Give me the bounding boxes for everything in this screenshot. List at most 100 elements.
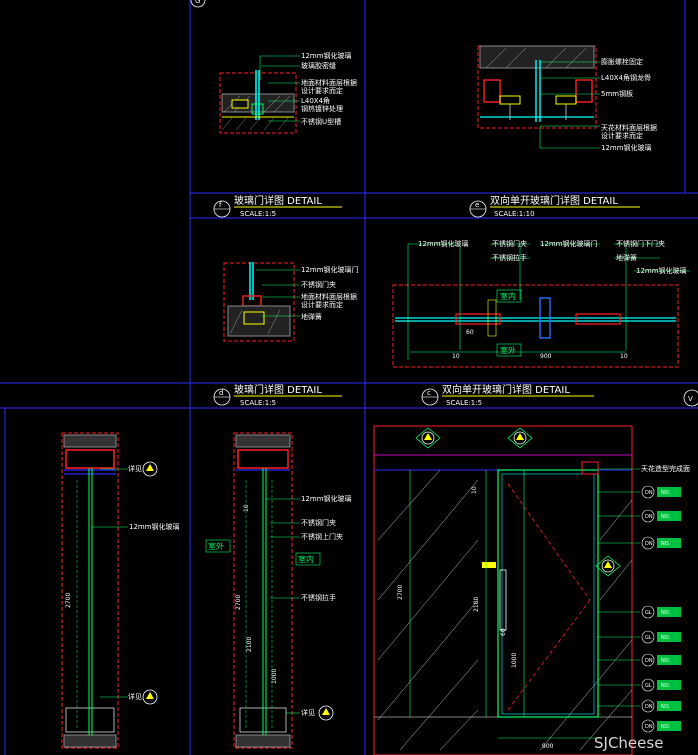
svg-text:GL: GL	[645, 610, 652, 616]
svg-text:d: d	[219, 389, 223, 397]
svg-text:NO.: NO.	[661, 514, 670, 520]
detail-f-title: 玻璃门详图 DETAIL	[234, 194, 322, 207]
detail-c-room-out: 室外	[500, 345, 516, 355]
detail-c-leaders	[408, 243, 690, 272]
elevation-tag-8: DN NO.	[641, 699, 681, 713]
left-section-tag-2: 详见	[128, 692, 142, 701]
svg-text:NO.: NO.	[661, 635, 670, 641]
svg-text:DN: DN	[645, 514, 653, 520]
detail-e-scale: SCALE:1:10	[494, 210, 535, 218]
left-section-leaders	[92, 468, 128, 698]
detail-c-dim-1: 10	[452, 353, 460, 360]
svg-text:DN: DN	[645, 541, 653, 547]
detail-f-scale: SCALE:1:5	[240, 210, 276, 218]
elevation-tag-6: DN NO.	[641, 653, 681, 667]
detail-c-note-2: 不锈钢门夹	[492, 239, 527, 248]
mid-section-room-out: 室外	[208, 541, 224, 551]
detail-e-note-3: 5mm钢板	[601, 89, 633, 98]
svg-text:NO.: NO.	[661, 541, 670, 547]
corner-mark-top: G	[190, 0, 206, 8]
svg-text:NO.: NO.	[661, 610, 670, 616]
elevation-tag-3: DN NO.	[641, 536, 681, 550]
mid-section-marker	[318, 705, 334, 721]
detail-e-note-4: 天花材料面层根据	[601, 123, 657, 132]
detail-d-scale: SCALE:1:5	[240, 399, 276, 407]
elevation-dim-5: 900	[542, 743, 554, 750]
elevation-tag-7: GL NO.	[641, 678, 681, 692]
svg-text:DN: DN	[645, 704, 653, 710]
detail-c-note-1: 12mm钢化玻璃	[418, 239, 469, 248]
elevation-tag-1: DN NO.	[641, 485, 681, 499]
detail-c-note-6: 地弹簧	[616, 253, 637, 262]
elevation-marker-2	[507, 427, 533, 449]
mid-section-dim-3: 1000	[271, 669, 278, 684]
detail-c-dim-2: 60	[466, 329, 474, 336]
svg-text:f: f	[219, 201, 222, 209]
detail-e-note-2: L40X4角钢龙骨	[601, 73, 651, 82]
mid-section-leaders	[266, 498, 300, 714]
detail-e-drawing	[477, 45, 597, 129]
svg-text:NO.: NO.	[661, 724, 670, 730]
left-section-marker-2	[142, 689, 158, 705]
mid-section-room-in: 室内	[298, 554, 314, 564]
svg-text:e: e	[475, 201, 479, 209]
detail-c-note-5: 不锈钢门下门夹	[616, 239, 665, 248]
svg-text:DN: DN	[645, 724, 653, 730]
left-section-note: 12mm钢化玻璃	[129, 522, 180, 531]
detail-d-note-1: 12mm钢化玻璃门	[301, 265, 359, 274]
detail-d-drawing	[223, 262, 295, 342]
detail-c-title: 双向单开玻璃门详图 DETAIL	[442, 383, 570, 396]
detail-d-title: 玻璃门详图 DETAIL	[234, 383, 322, 396]
detail-f-leaders	[259, 55, 300, 122]
detail-d-note-2: 不锈钢门夹	[301, 280, 336, 289]
elevation-tag-9: DN NO.	[641, 719, 681, 733]
detail-c-dim-3: 900	[540, 353, 552, 360]
detail-f-title-block: f 玻璃门详图 DETAIL SCALE:1:5	[213, 194, 342, 218]
elevation-dim-3: 1000	[511, 653, 518, 668]
detail-c-room-in: 室内	[500, 291, 516, 301]
svg-text:c: c	[427, 389, 431, 397]
detail-e-note-1: 膨胀螺栓固定	[601, 57, 643, 66]
detail-e-title-block: e 双向单开玻璃门详图 DETAIL SCALE:1:10	[469, 194, 640, 218]
left-section-dim: 2700	[65, 593, 72, 608]
detail-d-leaders	[256, 269, 300, 317]
detail-c-drawing	[392, 244, 679, 368]
mid-section-tag: 详见	[301, 708, 315, 717]
mid-section-dim-4: 10	[243, 504, 250, 512]
detail-f-note-7: 不锈钢U型槽	[301, 117, 341, 126]
detail-c-note-4: 12mm钢化玻璃门	[540, 239, 598, 248]
svg-text:GL: GL	[645, 635, 652, 641]
detail-d-note-3: 地面材料面层根据	[301, 292, 357, 301]
elevation-drawing	[373, 425, 640, 755]
detail-d-note-4: 设计要求而定	[301, 300, 343, 309]
svg-text:NO.: NO.	[661, 490, 670, 496]
watermark: SJCheese	[594, 734, 663, 752]
left-section-marker-1	[142, 461, 158, 477]
detail-e-note-5: 设计要求而定	[601, 131, 643, 140]
mid-section-note-4: 不锈钢拉手	[301, 593, 336, 602]
elevation-marker-1	[415, 427, 441, 449]
svg-text:NO.: NO.	[661, 658, 670, 664]
corner-mark-right: V	[683, 389, 698, 407]
svg-text:DN: DN	[645, 658, 653, 664]
elevation-marker-3	[595, 555, 621, 577]
detail-f-note-6: 钢热镀锌处理	[301, 104, 343, 113]
detail-c-note-7: 12mm钢化玻璃	[636, 266, 687, 275]
svg-text:NO.: NO.	[661, 704, 670, 710]
detail-e-note-6: 12mm钢化玻璃	[601, 143, 652, 152]
svg-text:V: V	[688, 395, 693, 403]
detail-f-note-1: 12mm钢化玻璃	[301, 51, 352, 60]
left-section-tag-1: 详见	[128, 464, 142, 473]
mid-section-note-3: 不锈钢上门夹	[301, 532, 343, 541]
detail-c-dim-4: 10	[620, 353, 628, 360]
svg-text:GL: GL	[645, 683, 652, 689]
elevation-dim-4: 60	[500, 628, 507, 636]
detail-f-drawing	[219, 70, 297, 134]
mid-section-dim-1: 2700	[235, 595, 242, 610]
elevation-dim-2: 2100	[473, 597, 480, 612]
detail-e-leaders	[539, 61, 600, 149]
mid-section-dim-2: 2100	[246, 637, 253, 652]
detail-c-title-block: c 双向单开玻璃门详图 DETAIL SCALE:1:5	[421, 383, 594, 407]
